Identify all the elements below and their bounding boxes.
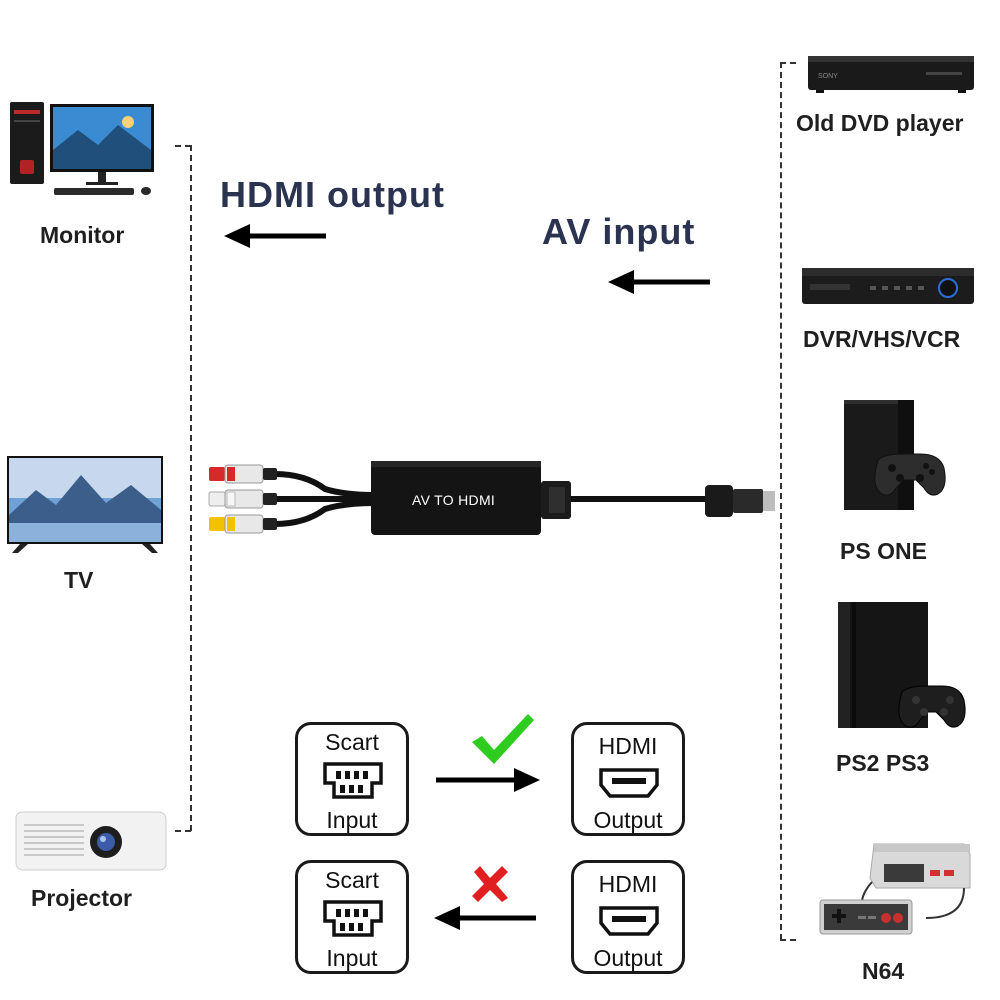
svg-text:SONY: SONY: [818, 73, 838, 80]
left-bracket-top: [175, 145, 191, 147]
hdmi-output-box-2-bottom: Output: [593, 945, 663, 971]
scart-input-box-1: Scart Input: [295, 722, 409, 836]
device-label-monitor: Monitor: [40, 222, 125, 248]
ps2-ps3-console-icon: [838, 602, 966, 728]
ps-one-console-icon: [844, 400, 946, 510]
right-bracket-top: [780, 62, 796, 64]
hdmi-port-icon: [599, 768, 659, 798]
av-to-hdmi-converter-cable: [208, 461, 775, 535]
hdmi-output-box-1-top: HDMI: [598, 733, 658, 759]
check-icon: [472, 714, 534, 764]
n64-console-icon: [819, 843, 971, 935]
left-bracket-line: [190, 145, 192, 831]
projector-icon: [15, 811, 167, 871]
scart-input-box-1-bottom: Input: [326, 807, 378, 833]
device-label-old-dvd-player: Old DVD player: [796, 110, 964, 136]
rca-white-plug: [208, 489, 277, 509]
hdmi-output-box-2-top: HDMI: [598, 871, 658, 897]
scart-input-box-2-bottom: Input: [326, 945, 378, 971]
device-label-dvr-vhs-vcr: DVR/VHS/VCR: [803, 326, 961, 352]
hdmi-output-box-2: HDMI Output: [571, 860, 685, 974]
device-label-ps2-ps3: PS2 PS3: [836, 750, 930, 776]
scart-input-box-2: Scart Input: [295, 860, 409, 974]
cross-icon: [472, 866, 508, 902]
av-input-arrow-icon: [608, 270, 710, 294]
tv-icon: [7, 456, 163, 553]
dvr-icon: [802, 268, 974, 304]
device-label-n64: N64: [862, 958, 905, 984]
scart-port-icon: [323, 762, 383, 799]
hdmi-output-box-1: HDMI Output: [571, 722, 685, 836]
device-label-ps-one: PS ONE: [840, 538, 927, 564]
rca-yellow-plug: [209, 514, 277, 534]
scart-port-icon: [323, 900, 383, 937]
rca-red-plug: [209, 464, 277, 484]
converter-label: AV TO HDMI: [412, 492, 496, 508]
arrow-left-icon: [434, 906, 536, 930]
device-label-tv: TV: [64, 567, 94, 593]
right-bracket-bottom: [780, 939, 796, 941]
arrow-right-icon: [436, 768, 540, 792]
hdmi-output-box-1-bottom: Output: [593, 807, 663, 833]
scart-input-box-1-top: Scart: [325, 729, 379, 755]
monitor-pc-icon: [10, 102, 154, 195]
right-bracket-line: [780, 62, 782, 940]
hdmi-port-icon: [599, 906, 659, 936]
hdmi-output-heading: HDMI output: [220, 174, 445, 215]
scart-input-box-2-top: Scart: [325, 867, 379, 893]
dvd-player-icon: SONY: [808, 56, 974, 93]
left-bracket-bottom: [175, 830, 191, 832]
hdmi-output-arrow-icon: [224, 224, 326, 248]
device-label-projector: Projector: [31, 885, 132, 911]
av-input-heading: AV input: [542, 211, 696, 252]
